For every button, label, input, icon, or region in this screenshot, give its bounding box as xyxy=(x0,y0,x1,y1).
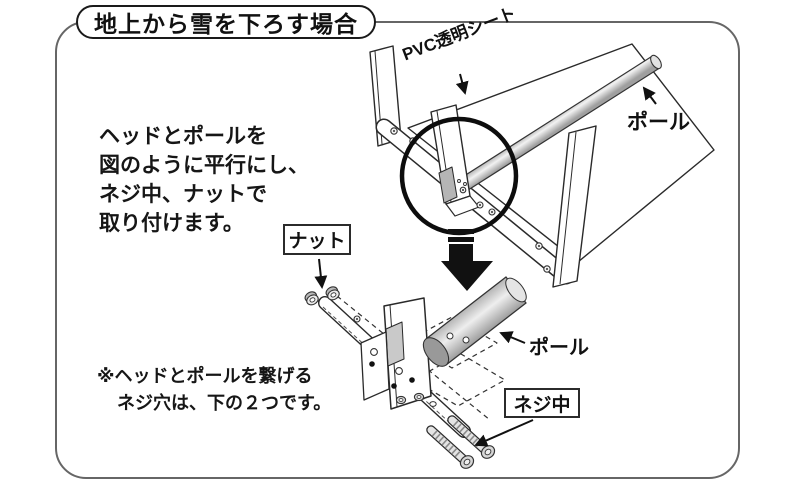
page-title: 地上から雪を下ろす場合 xyxy=(94,11,358,37)
title-badge: 地上から雪を下ろす場合 xyxy=(76,5,376,39)
instruction-line: ヘッドとポールを xyxy=(99,125,267,148)
bracket-plates xyxy=(360,297,432,410)
pole-end-exploded xyxy=(422,276,527,367)
instruction-text: ヘッドとポールを 図のように平行にし、 ネジ中、ナットで 取り付けます。 xyxy=(99,122,309,238)
nut-parts xyxy=(304,286,340,306)
label-pole-detail: ポール xyxy=(529,337,589,359)
instruction-line: 取り付けます。 xyxy=(99,212,244,235)
note-line: ネジ穴は、下の２つです。 xyxy=(117,393,332,413)
instruction-line: ネジ中、ナットで xyxy=(99,183,267,206)
screw-label: ネジ中 xyxy=(513,394,571,416)
down-arrow-icon xyxy=(441,229,493,291)
note-text: ※ヘッドとポールを繋げる ネジ穴は、下の２つです。 xyxy=(97,363,331,417)
pole-detail-arrow-icon xyxy=(499,331,526,344)
nut-arrow-icon xyxy=(314,258,328,289)
exploded-view xyxy=(304,276,527,469)
screw-label-box: ネジ中 xyxy=(504,388,580,418)
pvc-sheet-panel xyxy=(407,43,715,263)
pole-top-arrow-icon xyxy=(642,86,657,105)
upper-assembly xyxy=(369,43,715,288)
label-pole-top: ポール xyxy=(627,111,690,134)
frame-border xyxy=(55,21,740,479)
screw-arrow-icon xyxy=(474,419,534,447)
flange-screws xyxy=(395,392,437,407)
nut-label: ナット xyxy=(288,231,346,252)
rail-screws xyxy=(390,127,551,273)
note-line: ※ヘッドとポールを繋げる xyxy=(97,366,313,386)
bolt-parts xyxy=(426,415,496,469)
nut-label-box: ナット xyxy=(283,224,351,255)
left-bracket xyxy=(430,104,480,217)
bolt-1 xyxy=(426,425,475,469)
right-bracket xyxy=(552,125,597,288)
screw-holes xyxy=(369,348,415,389)
instruction-line: 図のように平行にし、 xyxy=(99,154,309,177)
pvc-sheet-arrow-icon xyxy=(455,73,469,95)
